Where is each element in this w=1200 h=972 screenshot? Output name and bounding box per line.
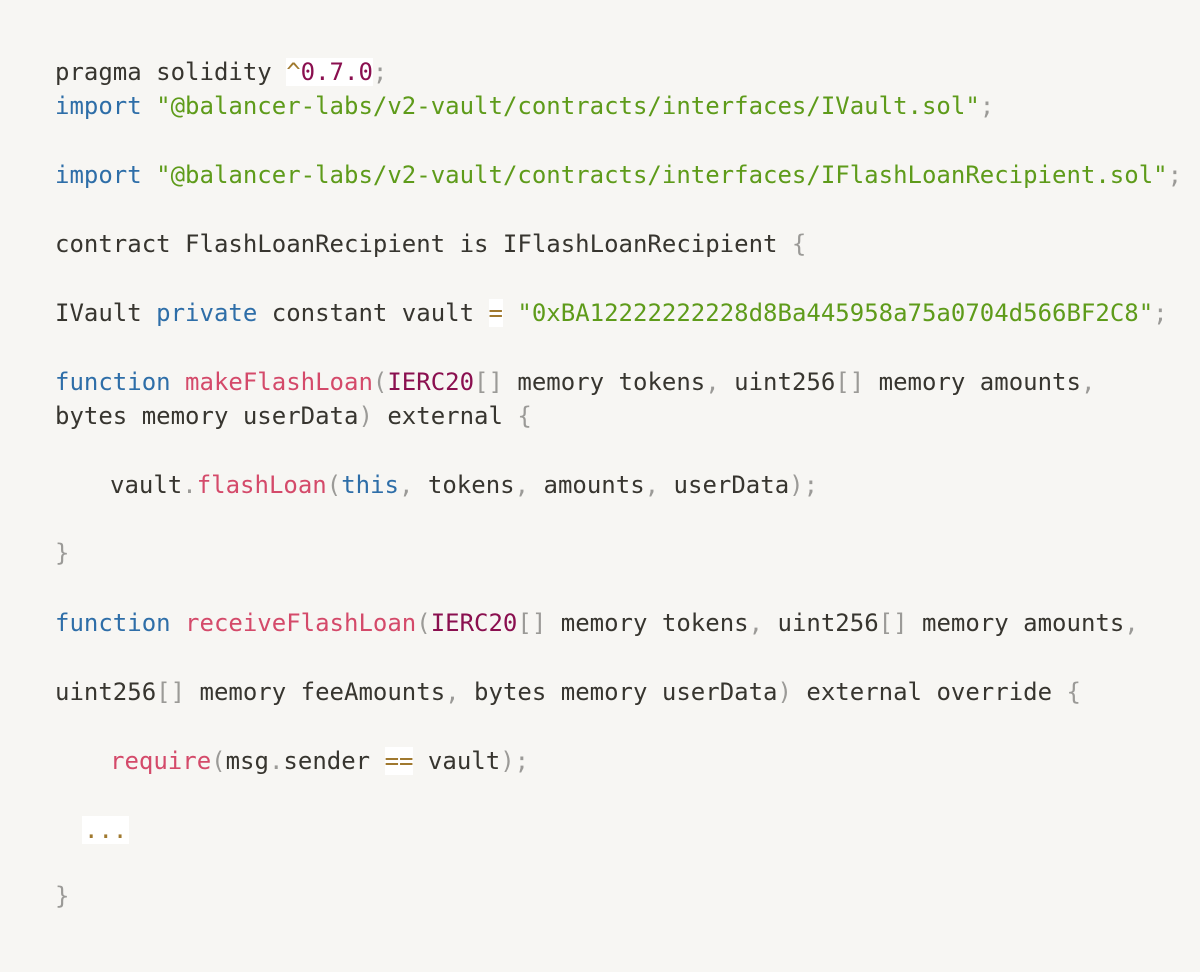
semicolon: ; xyxy=(1153,299,1168,327)
open-brace: { xyxy=(517,402,532,430)
ellipsis-placeholder: ... xyxy=(82,816,130,844)
comma: , xyxy=(514,471,530,499)
param-type: uint256 xyxy=(763,609,879,637)
semicolon: ; xyxy=(1167,161,1183,189)
code-line-contract-decl: contract FlashLoanRecipient is IFlashLoa… xyxy=(55,227,806,261)
comma: , xyxy=(748,609,764,637)
code-line-ellipsis: ... xyxy=(82,813,130,847)
param-text: memory tokens xyxy=(502,368,706,396)
open-brace: { xyxy=(1066,678,1081,706)
contract-declaration: contract FlashLoanRecipient is IFlashLoa… xyxy=(55,230,792,258)
function-name: receiveFlashLoan xyxy=(185,609,417,637)
array-brackets: [] xyxy=(878,609,908,637)
modifier-text: external override xyxy=(791,678,1067,706)
paren-close: ) xyxy=(500,747,515,775)
param-text: memory amounts xyxy=(907,609,1125,637)
caret-operator: ^ xyxy=(286,58,301,86)
function-keyword: function xyxy=(55,609,171,637)
ierc20-type: IERC20 xyxy=(430,609,518,637)
code-line-close-brace-final: } xyxy=(55,879,69,913)
code-line-pragma: pragma solidity ^0.7.0; xyxy=(55,55,387,89)
argument: amounts xyxy=(529,471,645,499)
open-brace: { xyxy=(791,230,807,258)
private-keyword: private xyxy=(156,299,258,327)
code-line-receive-flash-loan-sig: function receiveFlashLoan(IERC20[] memor… xyxy=(55,606,1139,640)
comma: , xyxy=(399,471,414,499)
param-type: uint256 xyxy=(719,368,836,396)
version-number: 0.7.0 xyxy=(300,58,373,86)
code-line-receive-flash-loan-sig-cont: uint256[] memory feeAmounts, bytes memor… xyxy=(55,675,1081,709)
semicolon: ; xyxy=(372,58,388,86)
sender-identifier: sender xyxy=(283,747,385,775)
param-text: memory tokens xyxy=(546,609,749,637)
comma: , xyxy=(705,368,720,396)
param-text: bytes memory userData xyxy=(459,678,778,706)
argument: tokens xyxy=(413,471,515,499)
import-path-string: "@balancer-labs/v2-vault/contracts/inter… xyxy=(156,161,1168,189)
param-text: memory amounts xyxy=(864,368,1081,396)
this-keyword: this xyxy=(341,471,399,499)
dot: . xyxy=(182,471,197,499)
comma: , xyxy=(644,471,660,499)
vault-identifier: vault xyxy=(413,747,501,775)
address-string: "0xBA12222222228d8Ba445958a75a0704d566BF… xyxy=(517,299,1154,327)
code-line-import-recipient: import "@balancer-labs/v2-vault/contract… xyxy=(55,158,1182,192)
paren-close: ) xyxy=(777,678,792,706)
paren-close: ) xyxy=(789,471,804,499)
code-line-make-flash-loan-sig-cont: bytes memory userData) external { xyxy=(55,399,532,433)
semicolon: ; xyxy=(803,471,819,499)
close-brace: } xyxy=(55,539,70,567)
paren-close: ) xyxy=(358,402,373,430)
array-brackets: [] xyxy=(835,368,865,396)
argument: userData xyxy=(659,471,790,499)
dot: . xyxy=(268,747,284,775)
import-keyword: import xyxy=(55,161,142,189)
import-keyword: import xyxy=(55,92,142,120)
vault-identifier: vault xyxy=(110,471,183,499)
ierc20-type: IERC20 xyxy=(387,368,475,396)
param-text: memory feeAmounts xyxy=(185,678,446,706)
comma: , xyxy=(1124,609,1139,637)
paren-open: ( xyxy=(372,368,388,396)
equality-operator: == xyxy=(384,747,414,775)
require-call: require xyxy=(110,747,212,775)
array-brackets: [] xyxy=(474,368,503,396)
function-keyword: function xyxy=(55,368,171,396)
comma: , xyxy=(1080,368,1096,396)
param-text: bytes memory userData xyxy=(55,402,359,430)
code-line-vault-constant: IVault private constant vault = "0xBA122… xyxy=(55,296,1168,330)
modifier-text: external xyxy=(372,402,518,430)
param-type: uint256 xyxy=(55,678,157,706)
function-name: makeFlashLoan xyxy=(185,368,373,396)
declaration-text: constant vault xyxy=(257,299,489,327)
array-brackets: [] xyxy=(156,678,186,706)
code-line-close-brace: } xyxy=(55,536,69,570)
assign-operator: = xyxy=(488,299,503,327)
array-brackets: [] xyxy=(517,609,547,637)
method-call: flashLoan xyxy=(196,471,327,499)
comma: , xyxy=(445,678,460,706)
import-path-string: "@balancer-labs/v2-vault/contracts/inter… xyxy=(156,92,980,120)
msg-identifier: msg xyxy=(225,747,269,775)
paren-open: ( xyxy=(416,609,431,637)
paren-open: ( xyxy=(211,747,226,775)
pragma-text: pragma solidity xyxy=(55,58,287,86)
code-line-flash-loan-call: vault.flashLoan(this, tokens, amounts, u… xyxy=(110,468,818,502)
code-line-require: require(msg.sender == vault); xyxy=(110,744,529,778)
close-brace: } xyxy=(55,882,70,910)
semicolon: ; xyxy=(514,747,530,775)
code-line-import-ivault: import "@balancer-labs/v2-vault/contract… xyxy=(55,89,994,123)
type-name: IVault xyxy=(55,299,157,327)
paren-open: ( xyxy=(326,471,342,499)
code-line-make-flash-loan-sig: function makeFlashLoan(IERC20[] memory t… xyxy=(55,365,1095,399)
semicolon: ; xyxy=(979,92,995,120)
